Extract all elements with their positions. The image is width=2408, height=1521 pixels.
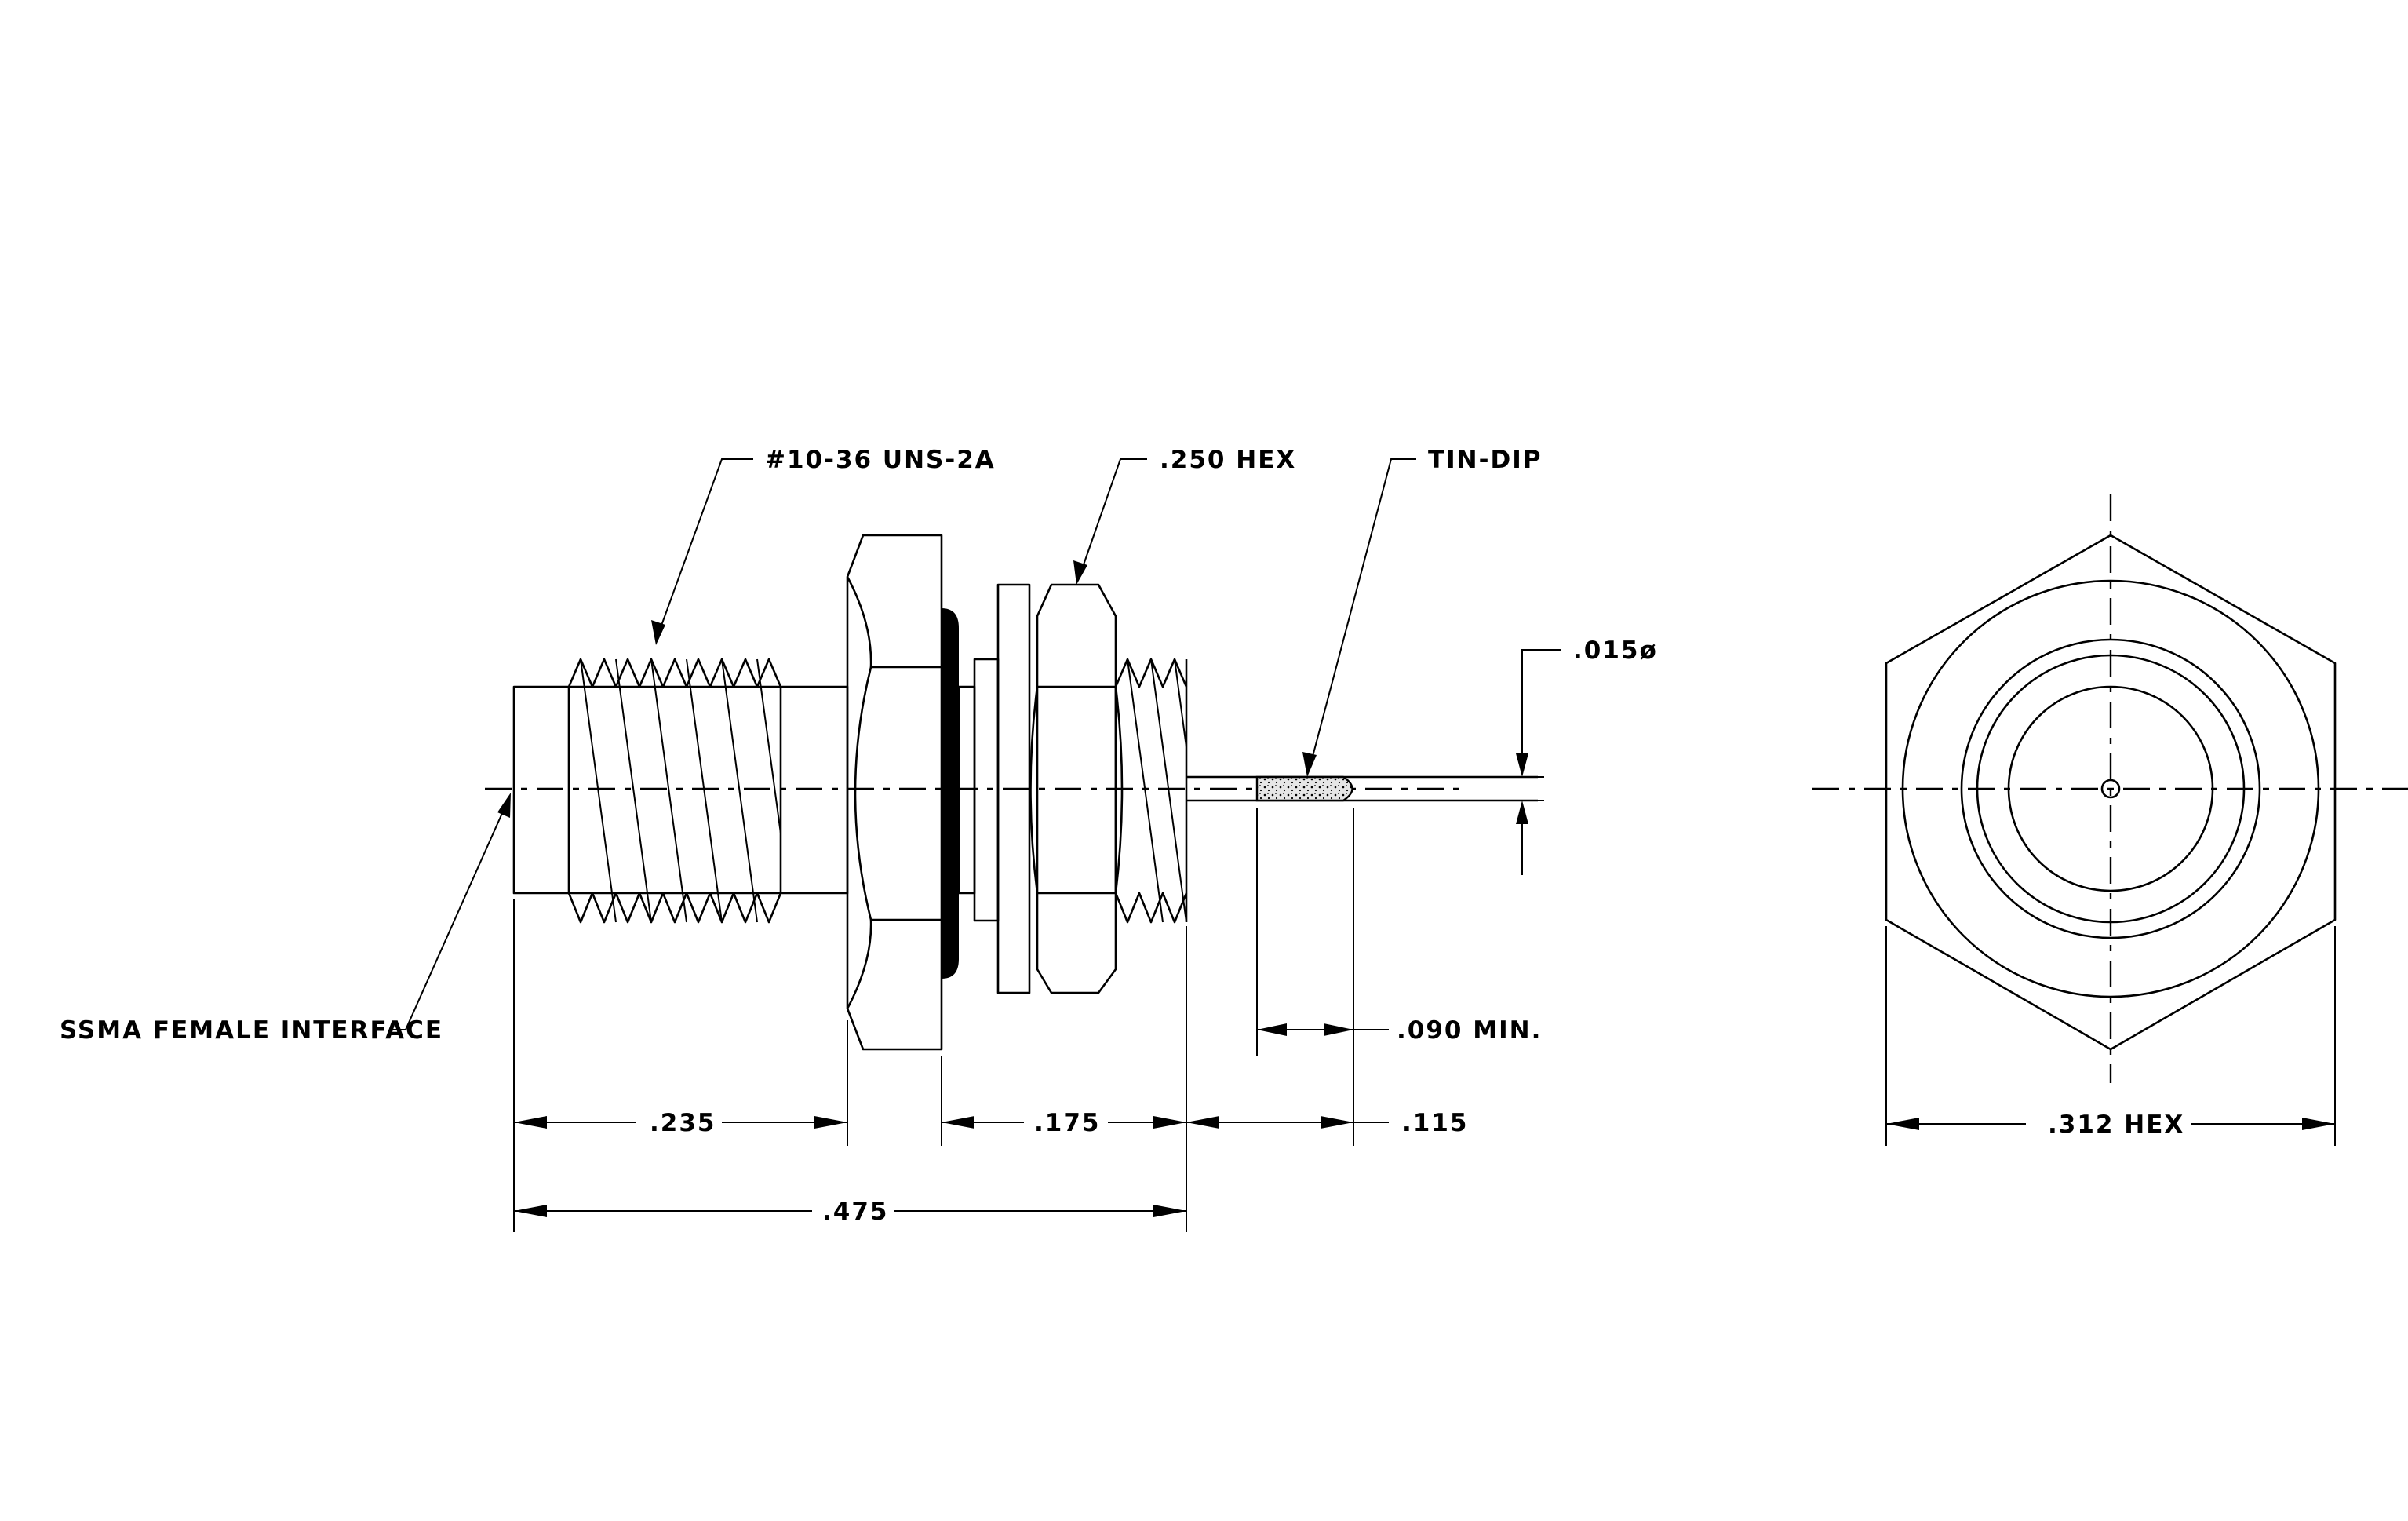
end-circle-2 [1960, 638, 2261, 939]
body-collar [973, 658, 1000, 922]
dim-175-label: .175 [1034, 1109, 1101, 1137]
end-hex [1885, 534, 2337, 1051]
callouts: #10-36 UNS-2A .250 HEX TIN-DIP .015ø SSM… [60, 446, 1658, 1045]
tin-dip-label: TIN-DIP [1428, 446, 1542, 474]
thread-label: #10-36 UNS-2A [765, 446, 996, 474]
end-circle-3 [1976, 654, 2246, 924]
dim-115-label: .115 [1402, 1109, 1469, 1137]
body-hex [846, 534, 943, 1051]
solder-pin [1186, 775, 1538, 802]
interface-barrel [512, 685, 570, 895]
body-neck [779, 685, 849, 895]
dim-235-label: .235 [650, 1109, 716, 1137]
interface-label: SSMA FEMALE INTERFACE [60, 1016, 443, 1045]
hex-nut [1029, 583, 1124, 994]
gasket [942, 608, 959, 979]
tin-dip-area [1255, 775, 1353, 802]
end-circle-outer [1901, 579, 2320, 998]
end-circle-4 [2007, 685, 2214, 892]
dim-475-label: .475 [822, 1198, 889, 1226]
body-step [957, 685, 976, 895]
rear-thread [1114, 658, 1188, 924]
end-view [1812, 494, 2408, 1083]
hex-250-label: .250 HEX [1160, 446, 1296, 474]
thread-section [567, 658, 782, 924]
dim-090-label: .090 MIN. [1397, 1016, 1542, 1045]
pin-dia-label: .015ø [1573, 636, 1658, 665]
hex-312-label: .312 HEX [2048, 1111, 2184, 1139]
end-center-contact [2100, 779, 2121, 799]
dimensions: .090 MIN. .235 .175 .115 .475 .312 HEX [513, 808, 2336, 1232]
lock-washer [996, 583, 1031, 994]
side-view [485, 534, 1538, 1051]
